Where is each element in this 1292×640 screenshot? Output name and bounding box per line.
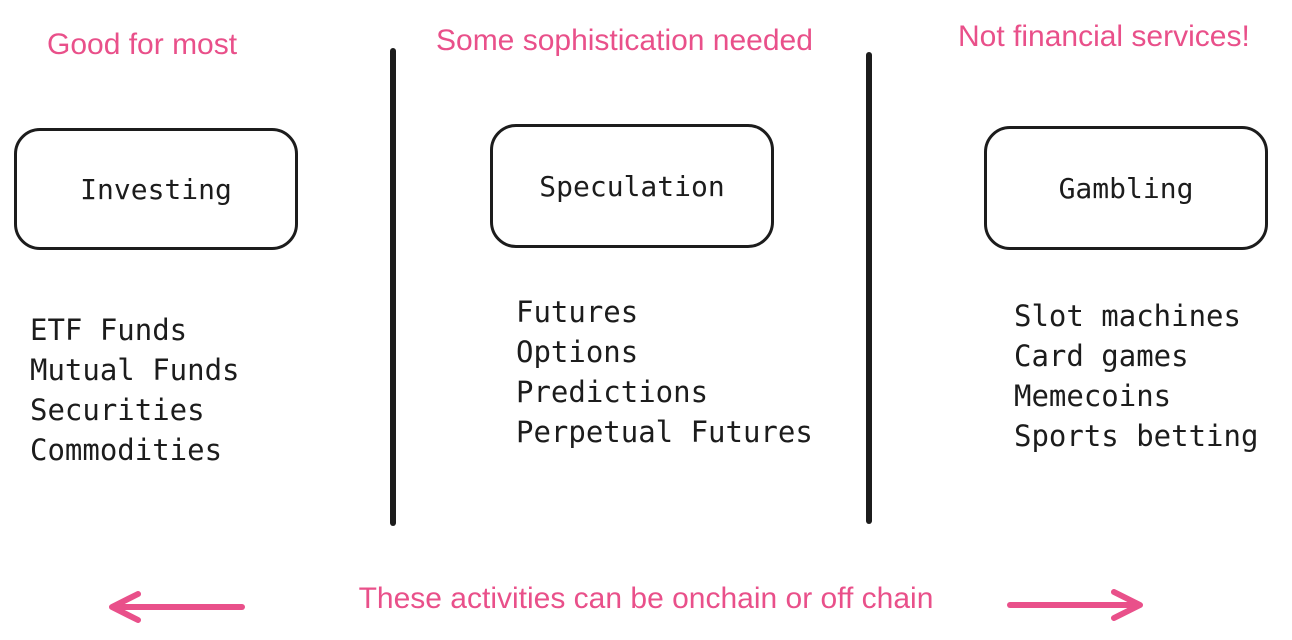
box-gambling: Gambling <box>984 126 1268 250</box>
divider-right <box>866 52 872 524</box>
list-item: Sports betting <box>1014 419 1259 453</box>
arrow-right-icon <box>1007 589 1143 621</box>
list-item: Options <box>516 335 639 369</box>
heading-gambling: Not financial services! <box>958 20 1250 53</box>
box-speculation-label: Speculation <box>539 169 725 203</box>
list-item: Securities <box>30 393 205 427</box>
list-item: ETF Funds <box>30 313 188 347</box>
list-item: Perpetual Futures <box>516 415 813 449</box>
heading-investing: Good for most <box>47 28 238 61</box>
list-item: Predictions <box>516 375 709 409</box>
box-gambling-label: Gambling <box>1058 171 1194 205</box>
list-item: Card games <box>1014 339 1189 373</box>
box-speculation: Speculation <box>490 124 774 248</box>
list-item: Memecoins <box>1014 379 1172 413</box>
heading-speculation: Some sophistication needed <box>436 24 813 57</box>
arrow-left-icon <box>109 591 245 623</box>
list-item: Slot machines <box>1014 299 1241 333</box>
divider-left <box>390 48 396 526</box>
box-investing: Investing <box>14 128 298 250</box>
list-item: Futures <box>516 295 639 329</box>
list-gambling: Slot machines Card games Memecoins Sport… <box>1014 296 1258 456</box>
list-speculation: Futures Options Predictions Perpetual Fu… <box>516 292 813 452</box>
list-item: Mutual Funds <box>30 353 240 387</box>
footer-note: These activities can be onchain or off c… <box>358 582 934 615</box>
list-investing: ETF Funds Mutual Funds Securities Commod… <box>30 310 240 470</box>
list-item: Commodities <box>30 433 223 467</box>
box-investing-label: Investing <box>80 172 232 206</box>
